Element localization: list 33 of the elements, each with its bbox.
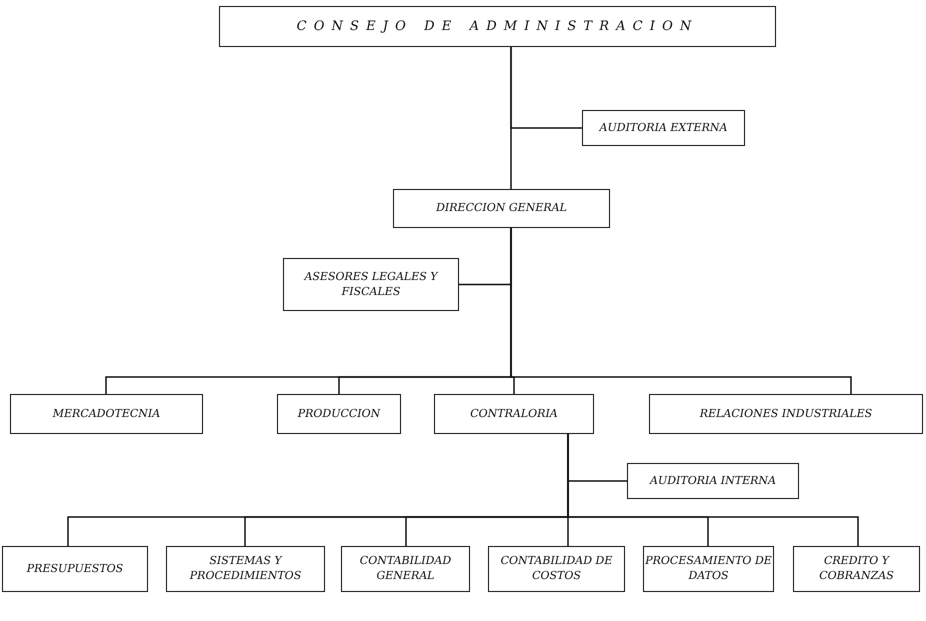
box-label: CREDITO Y COBRANZAS — [818, 554, 895, 584]
box-label: CONTRALORIA — [470, 406, 558, 422]
box-label: PROCESAMIENTO DE DATOS — [644, 554, 773, 584]
org-box — [627, 463, 799, 499]
org-box — [166, 546, 325, 592]
box-label: ASESORES LEGALES Y FISCALES — [302, 270, 440, 300]
board-box — [219, 6, 776, 47]
org-box — [341, 546, 470, 592]
box-label: PRODUCCION — [298, 406, 380, 422]
org-box — [277, 394, 401, 434]
org-box — [582, 110, 745, 146]
org-box — [793, 546, 920, 592]
org-box — [393, 189, 610, 228]
connector-line — [510, 228, 852, 394]
org-box — [434, 394, 594, 434]
box-label: DIRECCION GENERAL — [436, 201, 567, 216]
box-label: SISTEMAS Y PROCEDIMIENTOS — [188, 554, 302, 584]
box-label: PRESUPUESTOS — [26, 562, 124, 576]
box-label: CONTABILIDAD DE COSTOS — [500, 554, 614, 584]
org-box — [488, 546, 625, 592]
box-label: AUDITORIA EXTERNA — [600, 120, 728, 136]
org-box — [2, 546, 148, 592]
box-label: MERCADOTECNIA — [52, 406, 160, 422]
org-box — [649, 394, 923, 434]
org-box — [283, 258, 459, 311]
connector-line — [567, 434, 859, 546]
box-label: AUDITORIA INTERNA — [650, 474, 776, 488]
box-label: RELACIONES INDUSTRIALES — [700, 406, 872, 422]
org-box — [643, 546, 774, 592]
org-box — [10, 394, 203, 434]
box-label: CONSEJO DE ADMINISTRACION — [296, 18, 698, 36]
box-label: CONTABILIDAD GENERAL — [358, 554, 452, 584]
connector-line — [510, 47, 512, 189]
